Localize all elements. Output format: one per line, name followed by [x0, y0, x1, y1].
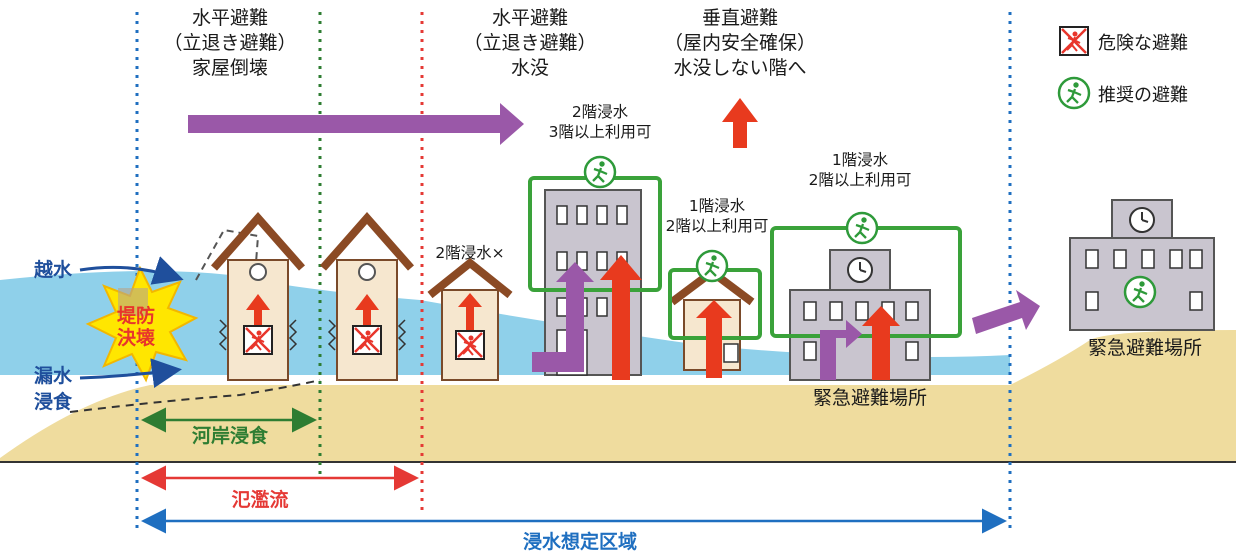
header-line: 水没 [510, 57, 549, 79]
school-building [789, 249, 931, 381]
purple-l-arrow-school [820, 320, 862, 380]
burst-line: 決壊 [116, 327, 155, 349]
note-line: 3階以上利用可 [548, 123, 652, 141]
note-line: 2階以上利用可 [665, 217, 769, 235]
label-erosion: 浸食 [33, 391, 72, 413]
note-building-tall: 2階浸水 3階以上利用可 [520, 102, 680, 142]
label-shelter-mid: 緊急避難場所 [812, 387, 927, 409]
label-flood-area: 浸水想定区域 [522, 531, 637, 553]
leak-arrow [79, 358, 182, 388]
house-collapsed [210, 211, 306, 381]
note-2f-flood-x: 2階浸水× [435, 244, 505, 262]
shelter-building [1069, 199, 1215, 331]
house-flooded-2 [427, 257, 513, 381]
dike-burst-icon [85, 265, 199, 383]
red-up-arrow-tall [600, 255, 642, 380]
label-shelter-right: 緊急避難場所 [1087, 337, 1202, 359]
header-line: （屋内安全確保） [663, 32, 816, 54]
header-line: 水平避難 [191, 7, 268, 29]
note-line: 2階浸水 [571, 103, 629, 121]
recommended-icon [695, 249, 729, 283]
erosion-dashed-line [69, 379, 321, 413]
recommended-icon [845, 211, 879, 245]
header-vertical: 垂直避難 （屋内安全確保） 水没しない階へ [650, 6, 830, 81]
header-line: 垂直避難 [701, 7, 778, 29]
note-line: 2階以上利用可 [808, 171, 912, 189]
header-line: （立退き避難） [463, 32, 597, 54]
header-horizontal-collapse: 水平避難 （立退き避難） 家屋倒壊 [150, 6, 310, 81]
label-dike-burst: 堤防 決壊 [96, 305, 176, 349]
label-flood-flow: 氾濫流 [231, 489, 289, 511]
vertical-evacuation-arrow [722, 98, 758, 148]
legend-recommended-label: 推奨の避難 [1098, 85, 1188, 106]
header-line: 水没しない階へ [673, 57, 807, 79]
recommended-icon [1123, 275, 1157, 309]
note-line: 1階浸水 [688, 197, 746, 215]
house-flooded-1 [319, 211, 415, 381]
label-bank-erosion: 河岸浸食 [191, 425, 268, 447]
red-up-arrow-school [862, 306, 900, 380]
note-school: 1階浸水 2階以上利用可 [780, 150, 940, 190]
purple-l-arrow [532, 262, 594, 372]
label-overflow: 越水 [33, 259, 72, 281]
legend-danger-label: 危険な避難 [1098, 33, 1188, 54]
arrow-to-shelter [972, 290, 1040, 334]
burst-line: 堤防 [116, 305, 155, 327]
horizontal-evacuation-arrow [188, 103, 524, 145]
note-house-safe: 1階浸水 2階以上利用可 [642, 196, 792, 236]
overflow-arrow [79, 256, 184, 285]
header-line: 家屋倒壊 [191, 57, 268, 79]
header-line: （立退き避難） [163, 32, 297, 54]
recommended-icon [583, 155, 617, 189]
header-line: 水平避難 [491, 7, 568, 29]
red-up-arrow-house [696, 300, 732, 378]
label-leak: 漏水 [33, 365, 72, 387]
header-horizontal-submerge: 水平避難 （立退き避難） 水没 [450, 6, 610, 81]
danger-legend-icon [1058, 25, 1090, 57]
recommended-legend-icon [1057, 76, 1091, 110]
note-line: 1階浸水 [831, 151, 889, 169]
